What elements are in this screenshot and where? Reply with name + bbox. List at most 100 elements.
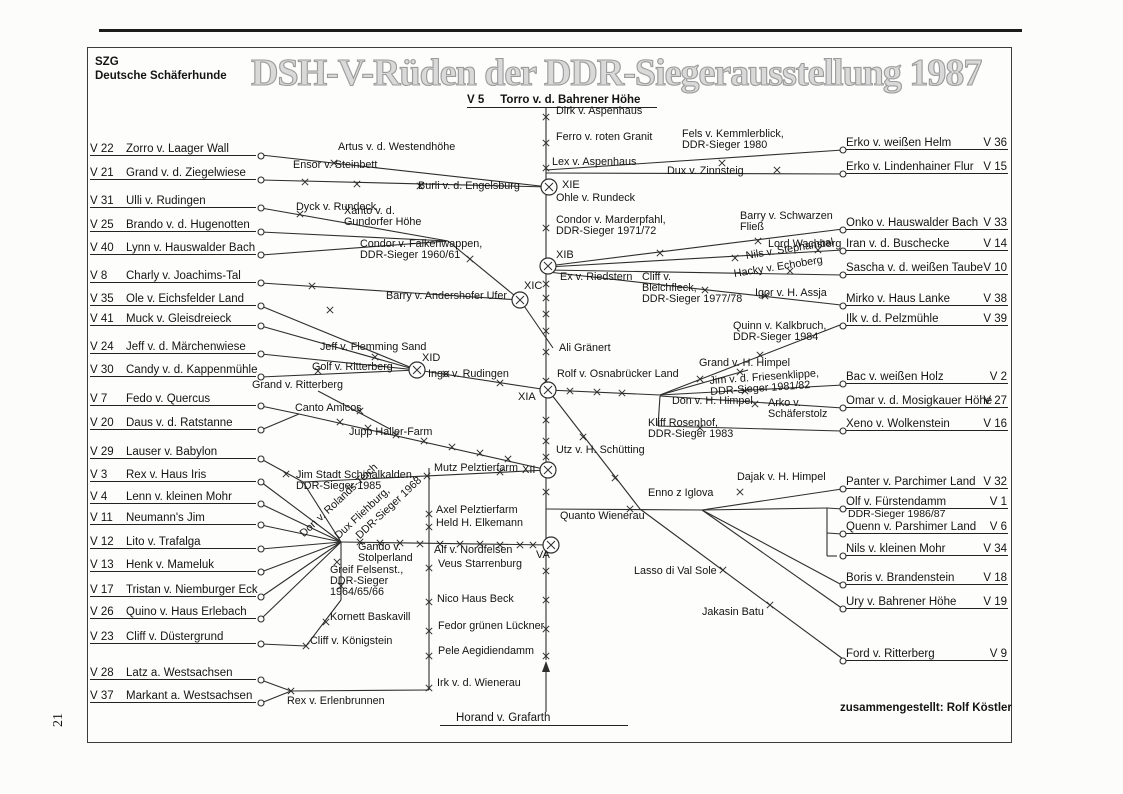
page-number: 21 bbox=[51, 713, 66, 727]
v-rating: V 26 bbox=[90, 606, 114, 618]
node-label: Greif Felsenst., DDR-Sieger 1964/65/66 bbox=[330, 564, 404, 598]
dog-name: Grand v. d. Ziegelwiese bbox=[126, 167, 246, 179]
org-abbr: SZG bbox=[95, 56, 119, 68]
node-label: Igor v. H. Assja bbox=[755, 287, 827, 299]
node-label: Barry v. Andershofer Ufer bbox=[386, 290, 508, 302]
dog-name: Lauser v. Babylon bbox=[126, 446, 218, 458]
node-label: Ensor v. Steinbett bbox=[293, 159, 378, 171]
v-rating: V 37 bbox=[90, 690, 114, 702]
node-label: Arko v. Schäferstolz bbox=[768, 397, 828, 420]
node-label: Lord Wachberg bbox=[768, 238, 842, 250]
dog-name: Neumann's Jim bbox=[126, 512, 205, 524]
node-label: Jim Stadt Schmalkalden, DDR-Sieger 1985 bbox=[296, 469, 415, 492]
organization-label: SZG Deutsche Schäferhunde bbox=[95, 55, 227, 83]
dog-name: Fedo v. Quercus bbox=[126, 393, 211, 405]
generation-hub-label: VA bbox=[536, 549, 550, 561]
v-rating: V 23 bbox=[90, 631, 114, 643]
dog-name: Ole v. Eichsfelder Land bbox=[126, 293, 245, 305]
dog-name: Erko v. weißen Helm bbox=[846, 137, 952, 149]
v-rating: V 31 bbox=[90, 195, 114, 207]
top-rule bbox=[99, 29, 1022, 32]
v-rating: V 1 bbox=[989, 496, 1007, 508]
node-label: Cliff v. Bleichfleck, DDR-Sieger 1977/78 bbox=[642, 271, 743, 305]
dog-name: Torro v. d. Bahrener Höhe bbox=[500, 94, 641, 106]
dog-name: Markant a. Westsachsen bbox=[126, 690, 253, 702]
dog-name: Bac v. weißen Holz bbox=[846, 371, 944, 383]
v-rating: V 25 bbox=[90, 219, 114, 231]
v-rating: V 15 bbox=[983, 161, 1007, 173]
v-rating: V 20 bbox=[90, 417, 114, 429]
node-label: Pele Aegidiendamm bbox=[438, 645, 535, 657]
node-label: Rex v. Erlenbrunnen bbox=[287, 695, 385, 707]
node-label: Ali Gränert bbox=[559, 342, 611, 354]
v-rating: V 34 bbox=[983, 543, 1007, 555]
node-label: Jupp Haller-Farm bbox=[349, 426, 433, 438]
credit-line: zusammengestellt: Rolf Köstler bbox=[840, 702, 1012, 714]
dog-name: Rex v. Haus Iris bbox=[126, 469, 207, 481]
node-label: Lasso di Val Sole bbox=[634, 565, 717, 577]
node-label: Rolf v. Osnabrücker Land bbox=[557, 368, 679, 380]
node-label: Held H. Elkemann bbox=[436, 517, 524, 529]
generation-hub-label: XIE bbox=[562, 179, 580, 191]
dog-name: Sascha v. d. weißen Taube bbox=[846, 262, 984, 274]
node-label: Ferro v. roten Granit bbox=[556, 131, 653, 143]
pedigree-entry-bottom: Horand v. Grafarth bbox=[440, 712, 628, 726]
dog-name: Quenn v. Parshimer Land bbox=[846, 521, 977, 533]
dog-name: Omar v. d. Mosigkauer Höhe bbox=[846, 395, 993, 407]
node-label: Kornett Baskavill bbox=[330, 611, 411, 623]
v-rating: V 19 bbox=[983, 596, 1007, 608]
node-label: Artus v. d. Westendhöhe bbox=[338, 141, 456, 153]
page-title: DSH-V-Rüden der DDR-Siegerausstellung 19… bbox=[250, 51, 982, 94]
node-label: Fels v. Kemmlerblick, DDR-Sieger 1980 bbox=[682, 128, 784, 151]
node-label: Irk v. d. Wienerau bbox=[437, 677, 521, 689]
v-rating: V 38 bbox=[983, 293, 1007, 305]
node-label: Dirk v. Aspenhaus bbox=[556, 105, 643, 117]
v-rating: V 35 bbox=[90, 293, 114, 305]
dog-name: Tristan v. Niemburger Eck bbox=[126, 584, 258, 596]
node-label: Jakasin Batu bbox=[702, 606, 764, 618]
node-label: Jeff v. Flemming Sand bbox=[320, 341, 427, 353]
node-label: Gando v. Stolperland bbox=[358, 541, 413, 564]
node-label: Ohle v. Rundeck bbox=[556, 192, 636, 204]
node-label: Golf v. Ritterberg bbox=[312, 361, 393, 373]
dog-name: Mirko v. Haus Lanke bbox=[846, 293, 950, 305]
v-rating: V 9 bbox=[989, 648, 1007, 660]
dog-name: Onko v. Hauswalder Bach bbox=[846, 217, 979, 229]
dog-name: Nils v. kleinen Mohr bbox=[846, 543, 946, 555]
node-label: Cliff v. Königstein bbox=[310, 635, 393, 647]
v-rating: V 11 bbox=[90, 512, 113, 524]
node-label: Grand v. Ritterberg bbox=[252, 379, 344, 391]
generation-hub-label: XII bbox=[522, 464, 536, 476]
v-rating: V 33 bbox=[983, 217, 1007, 229]
v-rating: V 8 bbox=[90, 270, 108, 282]
v-rating: V 2 bbox=[989, 371, 1007, 383]
v-rating: V 32 bbox=[983, 476, 1007, 488]
generation-hub-label: XID bbox=[422, 352, 441, 364]
generation-hub-label: XIB bbox=[556, 249, 574, 261]
